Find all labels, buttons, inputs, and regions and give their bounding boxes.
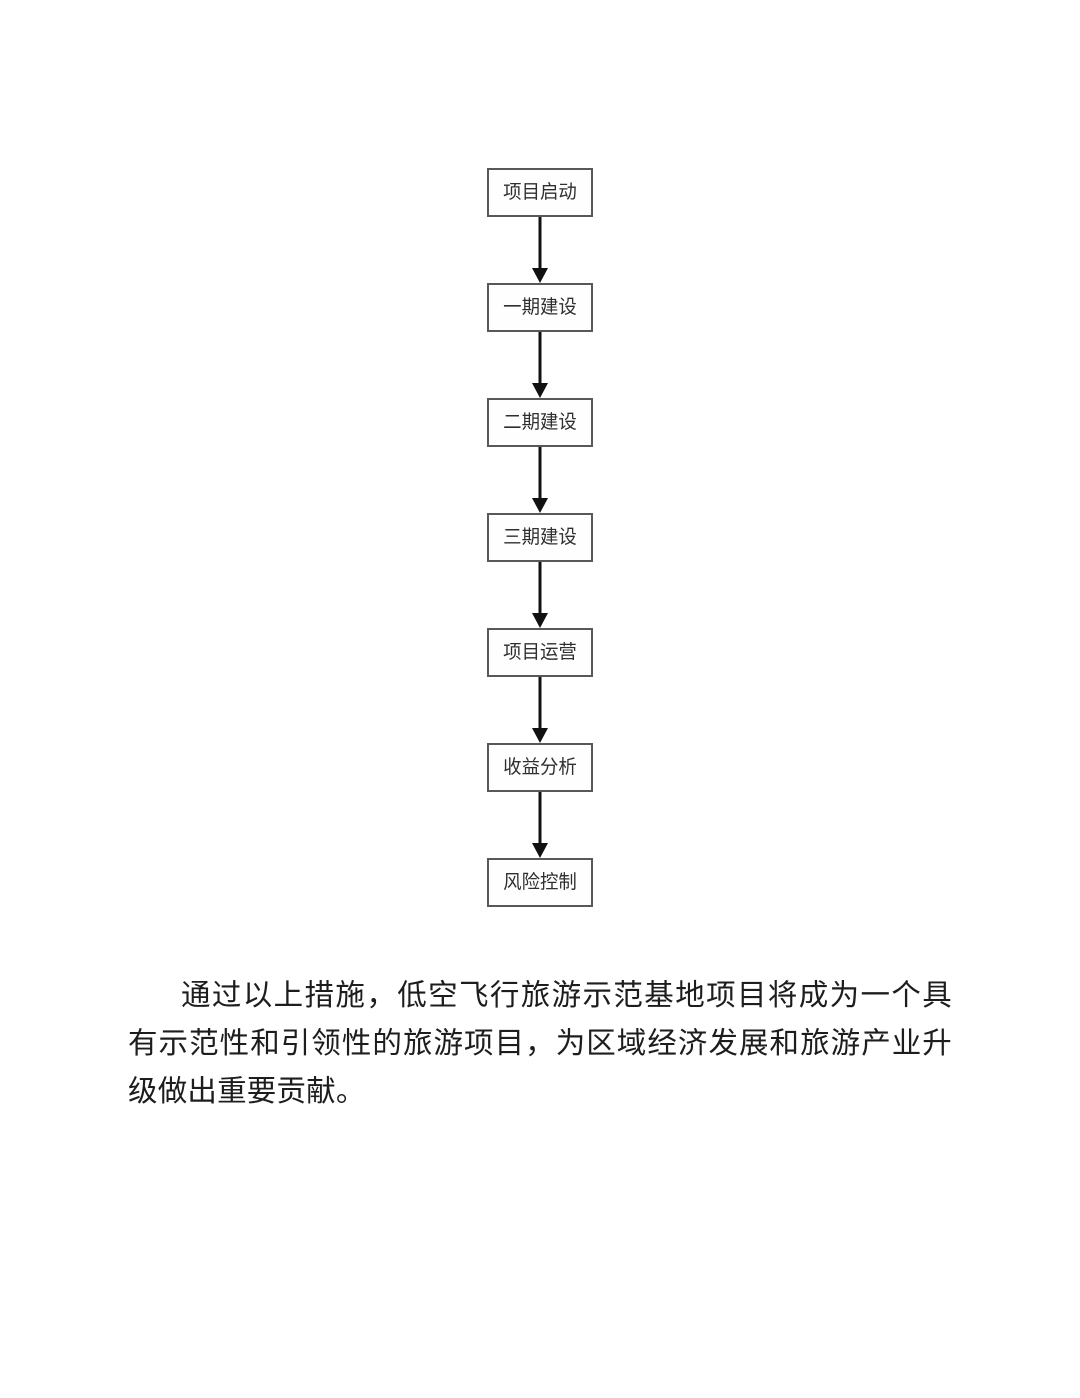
flow-arrow-down-3: [531, 447, 549, 513]
arrow-head-icon: [532, 268, 548, 283]
arrow-shaft: [538, 332, 542, 385]
flow-node-risk-control[interactable]: 风险控制: [487, 858, 593, 907]
flow-node-label: 项目启动: [503, 181, 577, 203]
arrow-head-icon: [532, 728, 548, 743]
arrow-head-icon: [532, 498, 548, 513]
flow-node-project-start[interactable]: 项目启动: [487, 168, 593, 217]
flow-node-label: 二期建设: [503, 411, 577, 433]
flow-node-label: 一期建设: [503, 296, 577, 318]
flow-node-label: 三期建设: [503, 526, 577, 548]
arrow-shaft: [538, 217, 542, 270]
flow-node-project-operation[interactable]: 项目运营: [487, 628, 593, 677]
arrow-head-icon: [532, 843, 548, 858]
flow-node-label: 项目运营: [503, 641, 577, 663]
arrow-head-icon: [532, 613, 548, 628]
flow-arrow-down-1: [531, 217, 549, 283]
arrow-shaft: [538, 677, 542, 730]
flow-arrow-down-2: [531, 332, 549, 398]
flow-node-phase-one-build[interactable]: 一期建设: [487, 283, 593, 332]
flow-arrow-down-5: [531, 677, 549, 743]
flowchart-node-column: 项目启动 一期建设 二期建设: [450, 168, 630, 907]
arrow-shaft: [538, 447, 542, 500]
flow-arrow-down-4: [531, 562, 549, 628]
flow-arrow-down-6: [531, 792, 549, 858]
arrow-shaft: [538, 562, 542, 615]
flow-node-phase-three-build[interactable]: 三期建设: [487, 513, 593, 562]
arrow-head-icon: [532, 383, 548, 398]
flow-node-label: 风险控制: [503, 871, 577, 893]
conclusion-paragraph: 通过以上措施，低空飞行旅游示范基地项目将成为一个具有示范性和引领性的旅游项目，为…: [128, 980, 952, 1108]
flow-node-phase-two-build[interactable]: 二期建设: [487, 398, 593, 447]
body-text-block: 通过以上措施，低空飞行旅游示范基地项目将成为一个具有示范性和引领性的旅游项目，为…: [128, 972, 952, 1116]
flow-node-revenue-analysis[interactable]: 收益分析: [487, 743, 593, 792]
flow-node-label: 收益分析: [503, 756, 577, 778]
arrow-shaft: [538, 792, 542, 845]
project-implementation-flowchart: 项目启动 一期建设 二期建设: [0, 168, 1080, 908]
